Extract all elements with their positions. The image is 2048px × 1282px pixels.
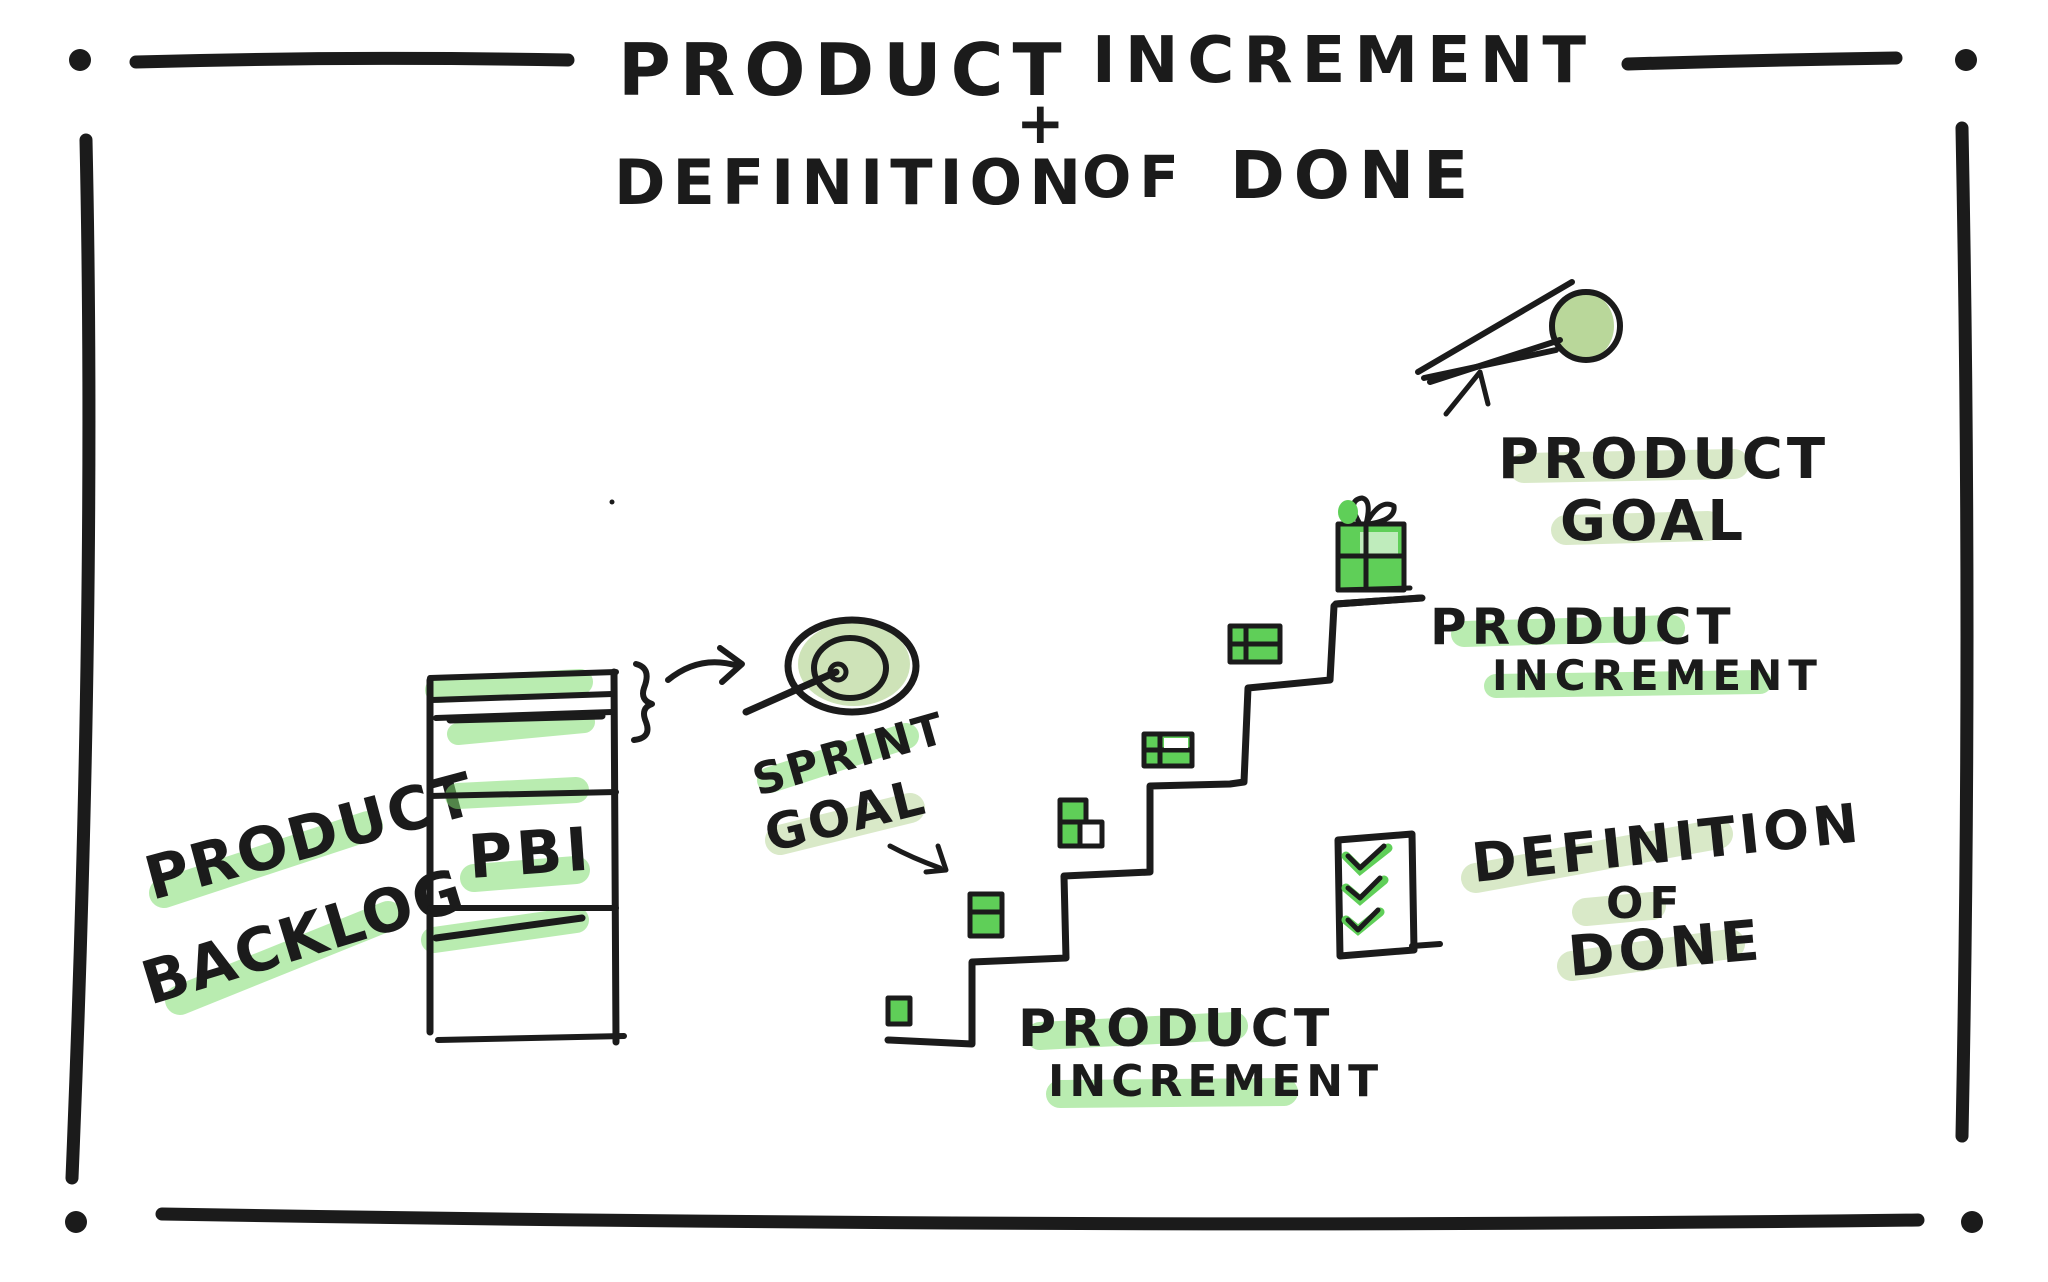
staircase-line [884, 594, 1426, 1048]
page-title: PRODUCT INCREMENT + DEFINITION OF DONE [614, 24, 1595, 219]
stair-cube-icon [1141, 731, 1195, 769]
increment-top-label-product: PRODUCT [1430, 598, 1736, 656]
increment-bottom-label: PRODUCT INCREMENT [1018, 999, 1383, 1108]
product-goal: PRODUCT GOAL [1415, 279, 1829, 554]
increment-top-label: PRODUCT INCREMENT [1430, 598, 1823, 700]
frame-corner-dot [65, 1211, 87, 1233]
title-word-definition: DEFINITION [614, 146, 1088, 219]
increment-bottom-label-increment: INCREMENT [1048, 1056, 1383, 1107]
frame-right-line [1955, 121, 1974, 1143]
title-word-increment: INCREMENT [1092, 24, 1595, 98]
checklist-icon [1334, 830, 1443, 960]
frame-left-line [65, 133, 96, 1185]
stair-cube-icon [1057, 797, 1105, 849]
gift-icon [1335, 495, 1413, 593]
increment-top-label-increment: INCREMENT [1492, 651, 1823, 700]
stair-cube-icon [967, 891, 1005, 939]
frame [65, 49, 1983, 1233]
backlog-arrow [665, 659, 741, 683]
sprint-goal-arrow [887, 843, 943, 871]
increment-bottom-label-product: PRODUCT [1018, 999, 1334, 1059]
backlog-brace [631, 661, 655, 743]
frame-corner-dot [69, 49, 91, 71]
stray-ink-dot [609, 499, 615, 505]
staircase-top-platform [1332, 594, 1424, 608]
title-word-product: PRODUCT [618, 28, 1071, 112]
definition-of-done: DEFINITION OF DONE [1334, 791, 1865, 990]
product-goal-label-goal: GOAL [1560, 489, 1747, 554]
title-plus: + [1016, 89, 1065, 157]
frame-top-left-line [129, 51, 575, 69]
dod-label-of: OF [1606, 878, 1685, 929]
frame-bottom-line [155, 1207, 1925, 1231]
frame-corner-dot [1961, 1211, 1983, 1233]
product-goal-label-product: PRODUCT [1498, 427, 1829, 492]
target-icon [742, 616, 920, 716]
backlog-stack: PBI [421, 668, 627, 1046]
increment-staircase: PRODUCT INCREMENT PRODUCT INCREMENT [884, 495, 1823, 1108]
backlog-arrow-head [717, 645, 745, 685]
stair-cube-icon [885, 995, 913, 1027]
product-backlog: PRODUCT BACKLOG PBI [134, 645, 745, 1046]
backlog-label-highlights [149, 811, 403, 1015]
title-word-of: OF [1082, 143, 1187, 211]
comet-icon [1415, 279, 1623, 417]
frame-top-right-line [1621, 51, 1903, 71]
stair-cube-icon [1227, 623, 1283, 665]
sprint-goal: SPRINT GOAL [742, 616, 952, 875]
pbi-label: PBI [466, 814, 595, 892]
title-word-done: DONE [1230, 137, 1477, 214]
frame-corner-dot [1955, 49, 1977, 71]
